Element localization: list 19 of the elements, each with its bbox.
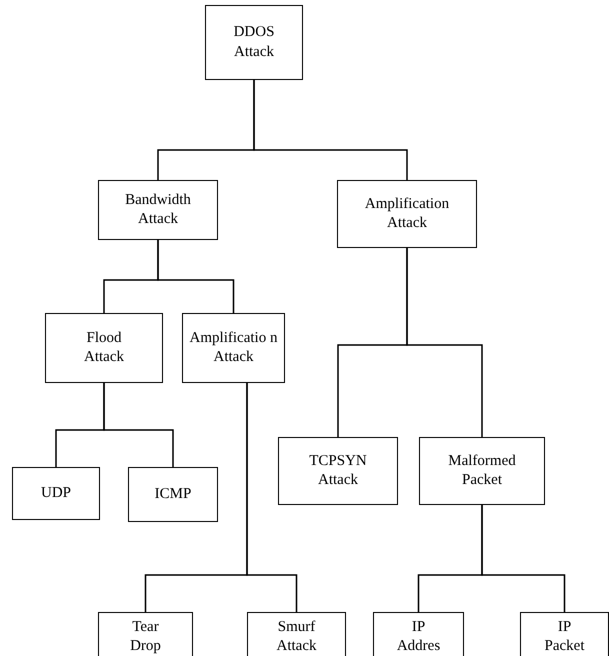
category-box: Tear Drop [98,612,193,656]
category-box: Malformed Packet [419,437,545,505]
connector-line [406,248,483,437]
connector-line [253,80,408,180]
category-box: ICMP [128,467,218,522]
category-box: Amplificatio n Attack [182,313,285,383]
category-box: Flood Attack [45,313,163,383]
category-box: Amplification Attack [337,180,477,248]
connector-line [157,240,234,313]
connector-line [103,383,174,467]
category-box: UDP [12,467,100,520]
category-box: IP Addres [373,612,464,656]
connector-line [246,383,298,612]
connector-line [481,505,566,612]
category-box: IP Packet [520,612,609,656]
category-box: Bandwidth Attack [98,180,218,240]
category-box: DDOS Attack [205,5,303,80]
category-box: Smurf Attack [247,612,346,656]
category-box: TCPSYN Attack [278,437,398,505]
